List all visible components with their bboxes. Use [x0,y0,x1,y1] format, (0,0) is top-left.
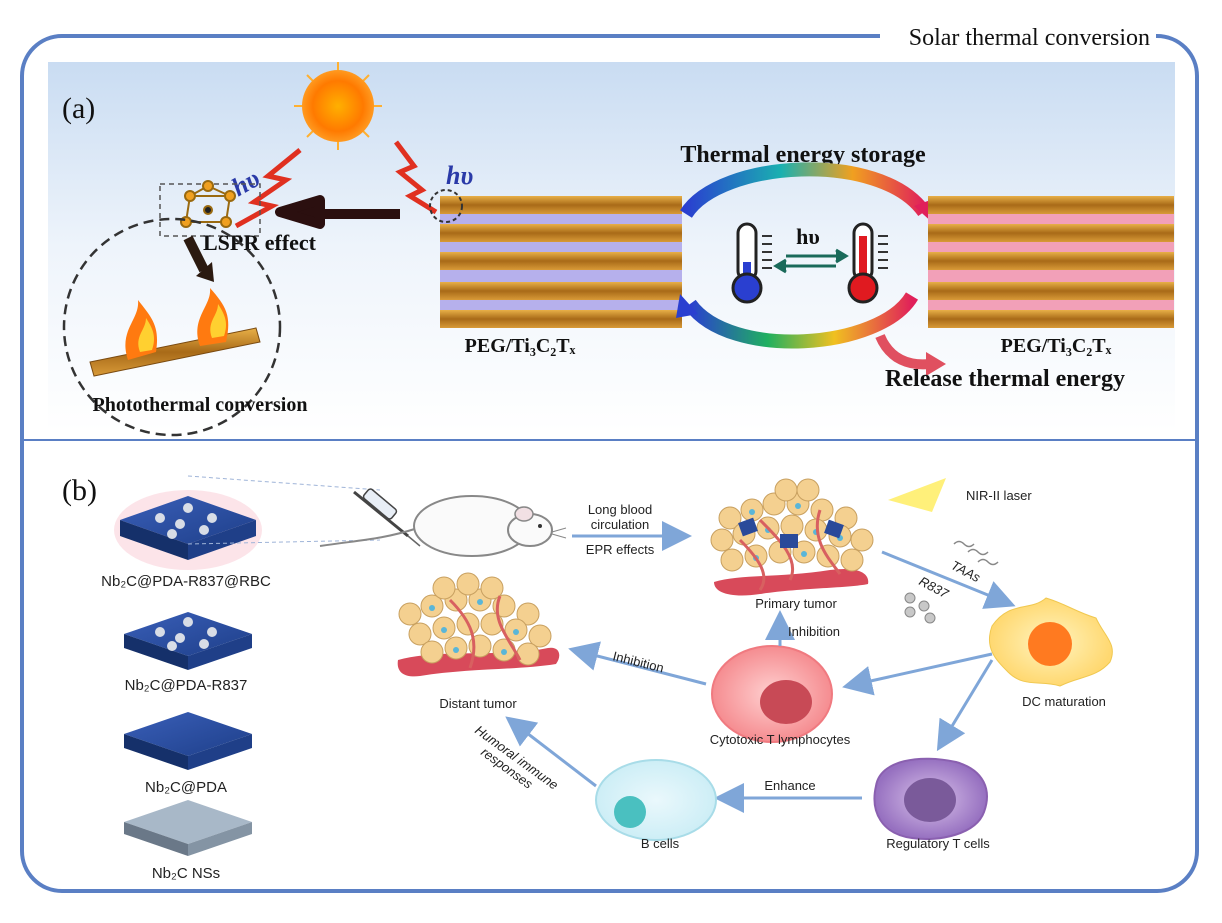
primary-tumor-label: Primary tumor [755,596,837,611]
release-arrow-icon [875,333,931,370]
crystal-icon [180,180,236,228]
b-cells-label: B cells [641,836,680,851]
ctl-cell-icon [711,645,833,743]
distant-tumor-label: Distant tumor [439,696,517,711]
peg-label-right: PEG/Ti₃C₂Tₓ [1001,335,1112,357]
hv-right: hυ [446,161,473,190]
lspr-label: LSPR effect [203,230,317,255]
hv-center: hυ [796,224,820,249]
peg-label-left: PEG/Ti₃C₂Tₓ [465,335,576,357]
np3-label: Nb₂C@PDA [145,779,227,796]
panel-b-label: (b) [62,474,97,507]
peg-layers-left [440,196,682,328]
ctl-label: Cytotoxic T lymphocytes [710,732,851,747]
nir-label: NIR-II laser [966,488,1032,503]
nanosheet-icon [124,800,252,856]
enhance-label: Enhance [764,778,815,793]
arrow-tumor-to-dc [881,550,1016,609]
arrow-b-to-distant [505,716,597,788]
panel-a-label: (a) [62,92,95,125]
photothermal-label: Photothermal conversion [93,394,308,416]
nanoplate-rbc-icon [120,496,256,560]
release-label: Release thermal energy [885,366,1125,392]
mouse-icon [319,495,567,557]
circulation-label: circulation [591,517,650,532]
primary-tumor-icon [710,478,874,596]
frame-title: Solar thermal conversion [909,25,1150,51]
distant-tumor-icon [397,572,560,677]
peg-layers-right [928,196,1174,328]
arrow-dc-to-ctl [842,652,993,696]
cycle-arrow-bottom [684,291,919,349]
arrow-ctl-to-distant [568,641,707,686]
np2-label: Nb₂C@PDA-R837 [125,677,248,694]
nir-laser-icon [888,478,946,512]
dc-label: DC maturation [1022,694,1106,709]
exchange-arrows-icon [773,248,849,274]
zoom-circle [429,189,463,223]
inhibition-left-label: Inhibition [611,648,665,675]
arrow-dc-to-treg [936,659,994,752]
syringe-icon [353,488,421,547]
treg-cell-icon [873,757,988,840]
nanoplate-r837-icon [124,612,252,670]
inhibition-up-label: Inhibition [788,624,840,639]
epr-label: EPR effects [586,542,655,557]
light-ray-left-icon [234,148,302,229]
thermometer-cold-icon [731,222,772,304]
np1-label: Nb₂C@PDA-R837@RBC [101,573,271,590]
thermometer-hot-icon [847,222,888,304]
cycle-arrow-top [680,162,930,219]
arrow-to-lspr [275,195,400,229]
treg-label: Regulatory T cells [886,836,990,851]
nanoplate-pda-icon [124,712,252,770]
photothermal-circle [62,217,282,437]
outer-frame [20,34,1199,893]
b-cell-icon [595,759,717,841]
sun-icon [294,62,382,150]
flame-layer-icon [89,288,261,377]
np4-label: Nb₂C NSs [152,865,220,882]
arrow-down-photothermal [183,235,209,273]
taa-squiggle-icon [953,540,999,566]
light-ray-right-icon [394,140,438,215]
r837-dots-icon [904,592,936,624]
long-blood-label: Long blood [588,502,652,517]
